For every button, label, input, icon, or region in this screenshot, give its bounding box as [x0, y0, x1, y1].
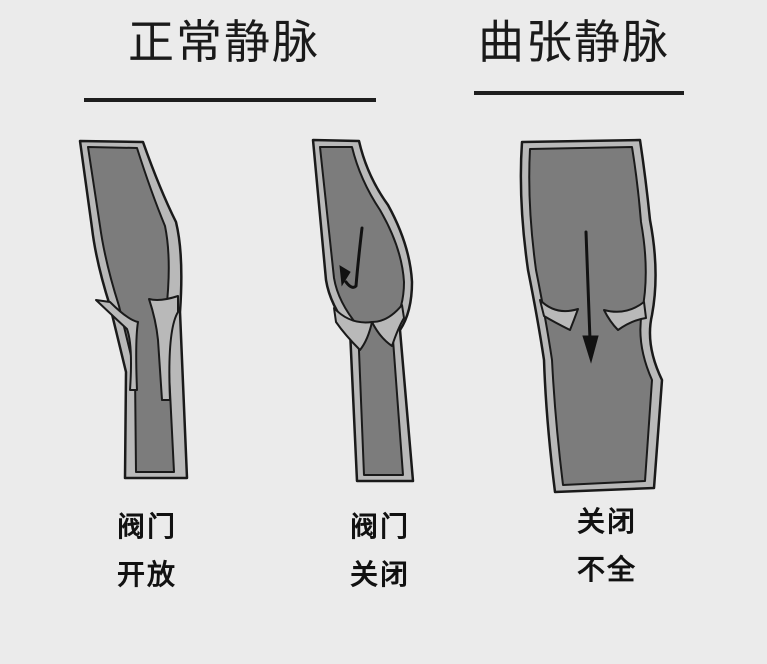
backflow-arrowhead — [339, 265, 351, 287]
divider-normal — [84, 98, 376, 102]
vein-valve-closed — [311, 138, 415, 483]
reflux-arrowhead — [582, 335, 599, 364]
divider-varicose — [474, 91, 684, 95]
label-line2: 关闭 — [350, 558, 411, 591]
heading-normal-vein: 正常静脉 — [128, 15, 320, 69]
backflow-arrow — [344, 226, 364, 289]
valve-leaflet-right — [603, 301, 647, 331]
reflux-arrow — [584, 230, 592, 342]
label-line1: 关闭 — [577, 505, 638, 538]
vein-lumen — [87, 146, 175, 473]
valve-leaflet-right — [148, 295, 179, 401]
vein-lumen — [528, 146, 653, 486]
vein-valve-incomplete — [519, 138, 664, 494]
valve-leaflet-left — [333, 307, 373, 351]
label-valve-open: 阀门 开放 — [117, 503, 177, 599]
valve-leaflet-left — [95, 299, 139, 391]
label-line2: 开放 — [117, 558, 178, 591]
heading-varicose-vein: 曲张静脉 — [478, 15, 670, 69]
label-line1: 阀门 — [117, 510, 178, 543]
label-valve-closed: 阀门 关闭 — [350, 503, 410, 599]
vein-lumen — [319, 146, 405, 476]
valve-leaflet-left — [539, 299, 579, 331]
label-line2: 不全 — [577, 553, 638, 586]
label-incomplete-closure: 关闭 不全 — [577, 498, 637, 594]
label-line1: 阀门 — [350, 510, 411, 543]
vein-valve-open — [78, 139, 189, 480]
valve-leaflet-right — [371, 304, 405, 347]
